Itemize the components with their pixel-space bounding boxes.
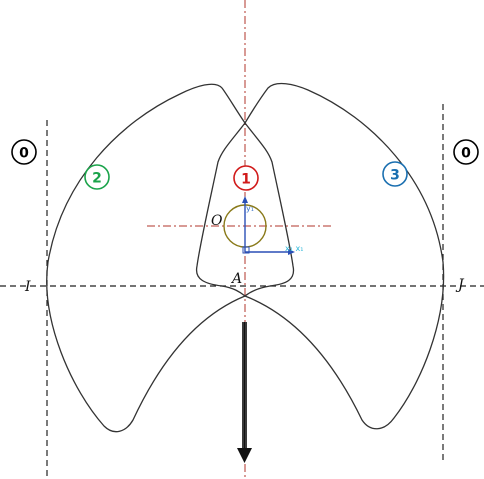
load-arrow-head: [237, 448, 252, 463]
svg-text:0: 0: [19, 146, 29, 162]
central-triangle-piece: [195, 121, 295, 297]
svg-text:1: 1: [241, 172, 251, 188]
right-crescent-piece: [244, 82, 445, 430]
badge-0-right: 0: [453, 139, 479, 165]
point-label-o: O: [211, 213, 223, 229]
left-crescent-piece: [46, 83, 246, 433]
svg-text:3: 3: [390, 168, 400, 184]
y-axis-label: y₁: [246, 204, 254, 213]
badge-1: 1: [233, 165, 259, 191]
x-axis-label: x₁ x₁: [285, 244, 303, 253]
y-axis-arrowhead: [242, 196, 248, 203]
point-label-a: A: [230, 271, 242, 287]
badge-2: 2: [84, 164, 110, 190]
badge-3: 3: [382, 161, 408, 187]
x-axis-arrowhead: [288, 249, 295, 255]
point-label-j: J: [455, 277, 465, 293]
svg-text:0: 0: [461, 146, 471, 162]
badge-0-left: 0: [11, 139, 37, 165]
svg-text:2: 2: [92, 171, 102, 187]
point-label-i: I: [24, 279, 31, 295]
axis-origin-mark: [242, 246, 250, 254]
